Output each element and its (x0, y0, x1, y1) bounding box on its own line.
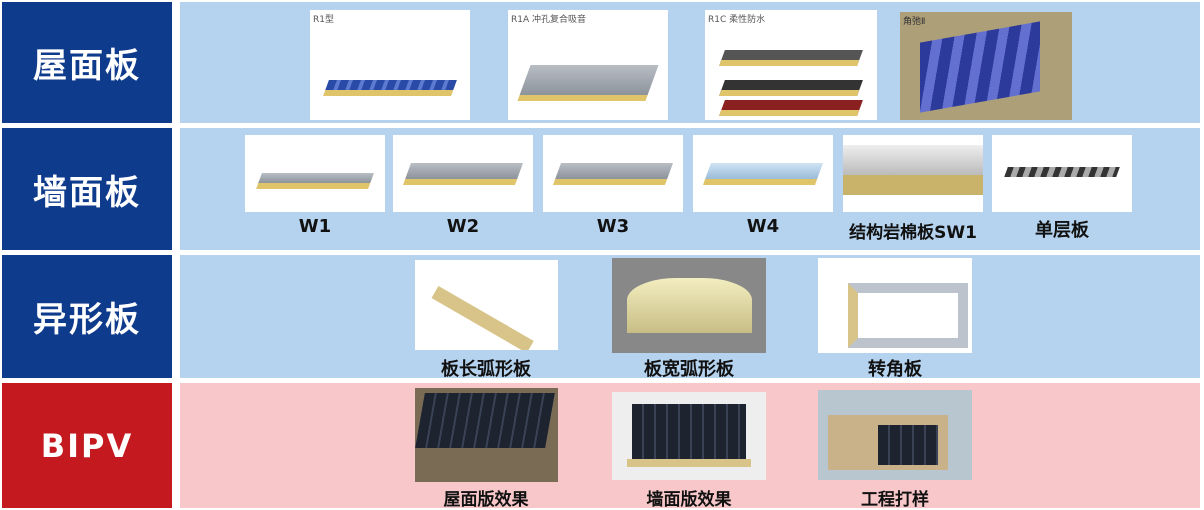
wall-panel-row: W1 W2 W3 W4 结构岩棉板SW1 单层板 (180, 128, 1200, 250)
product-caption: 墙面版效果 (646, 490, 732, 510)
product-image (992, 135, 1132, 212)
product-image (818, 390, 972, 480)
product-image: R1型 (310, 10, 470, 120)
category-label: 屋面板 (33, 46, 141, 86)
product-image (393, 135, 533, 212)
bipv-row: 屋面版效果 墙面版效果 工程打样 (180, 383, 1200, 510)
product-image: 角弛Ⅱ (900, 12, 1072, 120)
product-caption: 工程打样 (861, 490, 929, 510)
product-image (843, 135, 983, 212)
image-caption: R1型 (313, 15, 334, 25)
category-label: 墙面板 (33, 172, 141, 213)
special-panel-row: 板长弧形板 板宽弧形板 转角板 (180, 255, 1200, 380)
category-special-panel: 异形板 (2, 255, 172, 378)
product-caption: 转角板 (868, 359, 922, 380)
product-caption: 板宽弧形板 (644, 359, 734, 380)
category-wall-panel: 墙面板 (2, 128, 172, 250)
category-label: BIPV (40, 426, 134, 465)
image-caption: 角弛Ⅱ (903, 17, 926, 27)
category-roof-panel: 屋面板 (2, 2, 172, 123)
product-caption: 单层板 (1035, 220, 1089, 241)
product-image (415, 388, 558, 482)
product-image (693, 135, 833, 212)
product-caption: W3 (596, 216, 630, 237)
product-image (543, 135, 683, 212)
product-image: R1A 冲孔复合吸音 (508, 10, 668, 120)
category-bipv: BIPV (2, 383, 172, 508)
image-caption: R1C 柔性防水 (708, 15, 766, 25)
product-image: R1C 柔性防水 (705, 10, 877, 120)
image-caption: R1A 冲孔复合吸音 (511, 15, 586, 25)
product-image (818, 258, 972, 353)
roof-panel-row: R1型 R1A 冲孔复合吸音 R1C 柔性防水 角弛Ⅱ (180, 2, 1200, 123)
product-caption: 结构岩棉板SW1 (849, 223, 977, 243)
product-image (612, 258, 766, 353)
product-image (245, 135, 385, 212)
product-caption: W4 (746, 216, 780, 237)
product-caption: 屋面版效果 (443, 490, 529, 510)
product-caption: W1 (298, 216, 332, 237)
product-caption: 板长弧形板 (441, 359, 531, 380)
category-label: 异形板 (33, 300, 141, 340)
product-caption: W2 (446, 216, 480, 237)
product-image (415, 260, 558, 350)
product-image (612, 392, 766, 480)
